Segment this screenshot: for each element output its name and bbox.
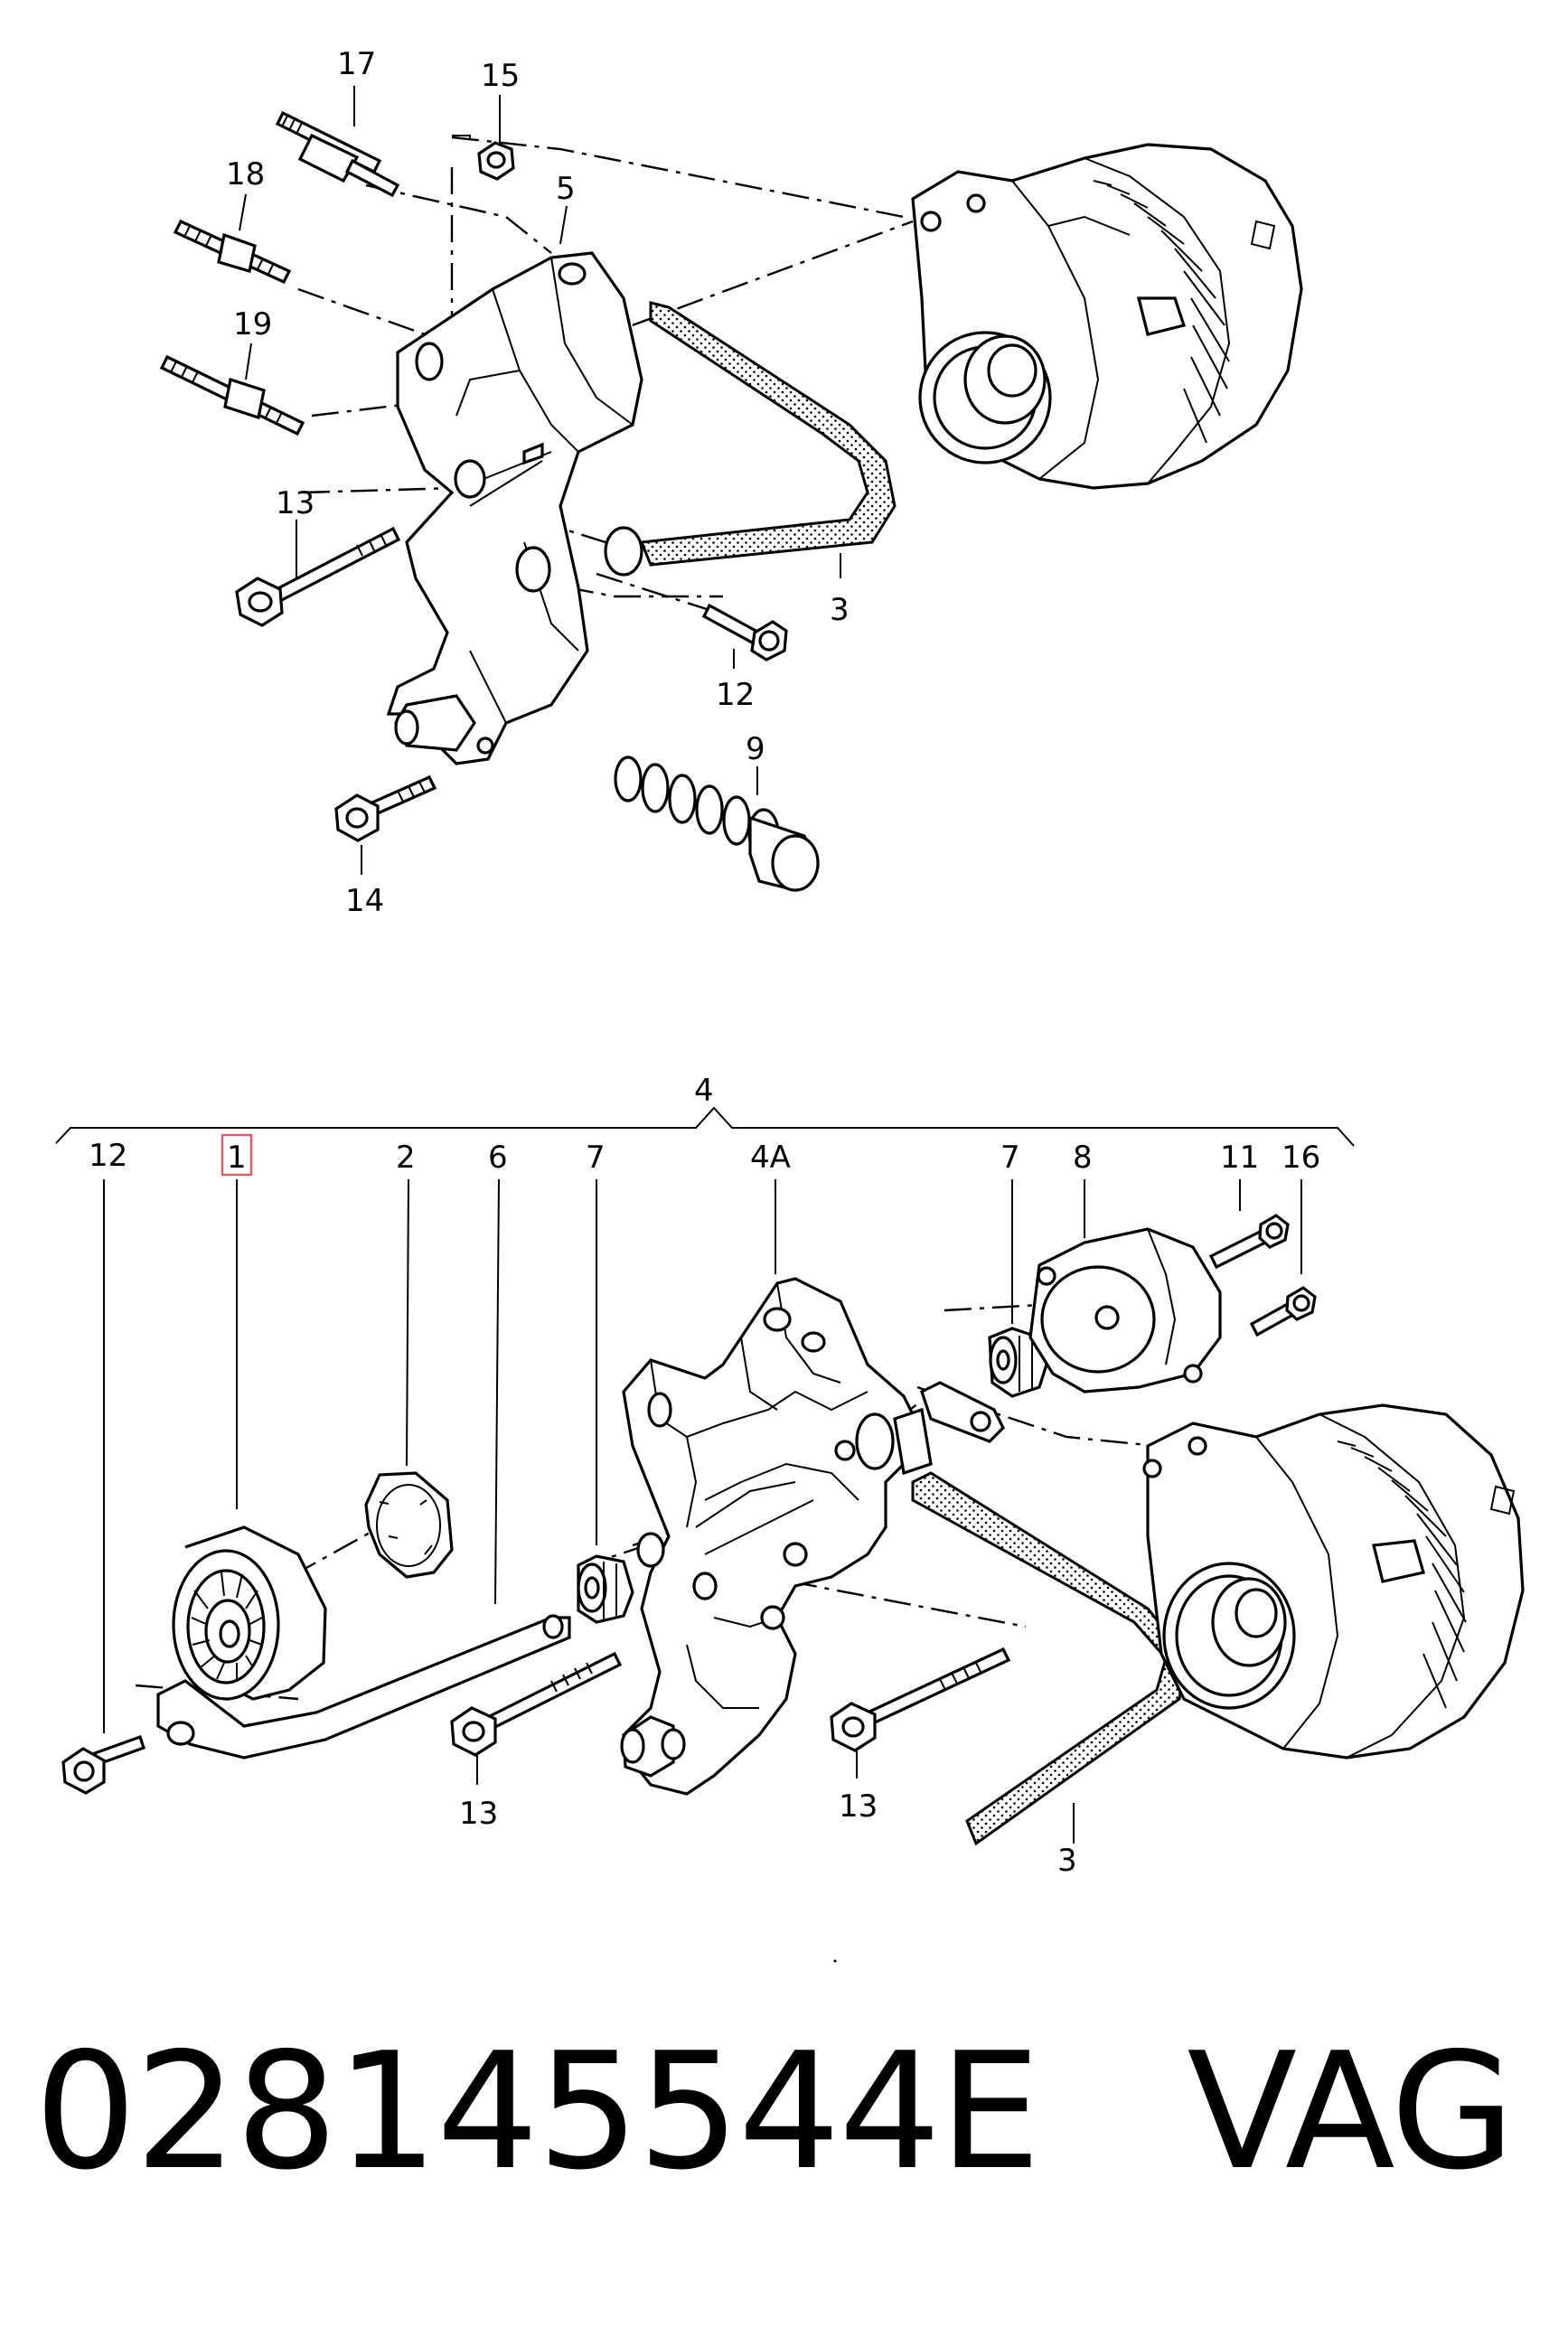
label-13-bottom-left: 13 xyxy=(459,1796,498,1832)
label-7-left: 7 xyxy=(586,1140,606,1176)
label-13-top: 13 xyxy=(276,485,315,521)
label-6: 6 xyxy=(488,1140,508,1176)
label-12-bottom: 12 xyxy=(89,1138,127,1174)
highlight-box-1 xyxy=(221,1133,253,1177)
label-14: 14 xyxy=(345,883,384,919)
bottom-assembly: 4 12 1 2 6 7 4A 7 8 11 16 13 13 3 xyxy=(55,1073,1525,1963)
top-assembly: 17 15 5 18 19 13 3 12 9 14 xyxy=(159,46,1303,919)
label-7-right: 7 xyxy=(1000,1140,1020,1176)
stud-19 xyxy=(159,354,305,436)
label-12-top: 12 xyxy=(716,677,755,713)
stud-18 xyxy=(173,219,292,285)
idler-pulley-8 xyxy=(1028,1227,1222,1394)
bolt-12-top xyxy=(701,603,788,662)
label-19: 19 xyxy=(233,306,272,343)
dust-cover-2 xyxy=(364,1471,454,1579)
bushing-7-left xyxy=(577,1554,634,1624)
bolt-13-bottom-left xyxy=(450,1651,623,1757)
label-9: 9 xyxy=(746,731,765,767)
tensioner-pulley-1 xyxy=(172,1525,327,1701)
label-5: 5 xyxy=(556,171,576,207)
bolt-14 xyxy=(334,774,437,842)
label-17: 17 xyxy=(337,46,376,82)
top-labels: 17 15 5 18 19 13 3 12 9 14 xyxy=(226,46,850,919)
spring-9 xyxy=(614,755,820,892)
group-bracket-4: 4 xyxy=(55,1073,1355,1147)
screw-11 xyxy=(1208,1214,1290,1270)
mounting-bracket-4A xyxy=(620,1277,1005,1796)
label-3-bottom: 3 xyxy=(1057,1843,1077,1879)
label-1: 1 xyxy=(227,1140,247,1176)
bottom-labels: 12 1 2 6 7 4A 7 8 11 16 13 13 3 xyxy=(89,1138,1320,1879)
label-4: 4 xyxy=(694,1073,714,1109)
label-3-top: 3 xyxy=(830,592,850,628)
alternator-top xyxy=(911,143,1303,490)
label-16: 16 xyxy=(1282,1140,1320,1176)
label-4A: 4A xyxy=(750,1140,791,1176)
bracket-5 xyxy=(386,251,643,765)
label-2: 2 xyxy=(396,1140,416,1176)
bolt-12-bottom xyxy=(61,1734,146,1795)
bolt-13-top xyxy=(235,526,401,627)
belt-3-top xyxy=(639,301,897,567)
tensioner-arm-6 xyxy=(156,1614,571,1760)
label-11: 11 xyxy=(1220,1140,1259,1176)
top-callout-lines xyxy=(239,86,841,875)
label-15: 15 xyxy=(481,58,520,94)
bottom-callout-lines xyxy=(103,1178,1302,1844)
screw-16 xyxy=(1249,1286,1317,1337)
belt-3-bottom xyxy=(911,1471,1186,1846)
alternator-bottom xyxy=(1142,1403,1525,1760)
bushing-7-right xyxy=(988,1327,1048,1398)
stray-dot xyxy=(833,1959,837,1963)
part-number-caption: 028145544E VAG xyxy=(34,2018,1515,2205)
bolt-13-bottom-right xyxy=(830,1647,1011,1752)
label-8: 8 xyxy=(1073,1140,1093,1176)
nut-15 xyxy=(477,141,515,181)
label-13-bottom-right: 13 xyxy=(839,1788,878,1825)
label-18: 18 xyxy=(226,156,265,192)
stud-17 xyxy=(275,110,400,198)
